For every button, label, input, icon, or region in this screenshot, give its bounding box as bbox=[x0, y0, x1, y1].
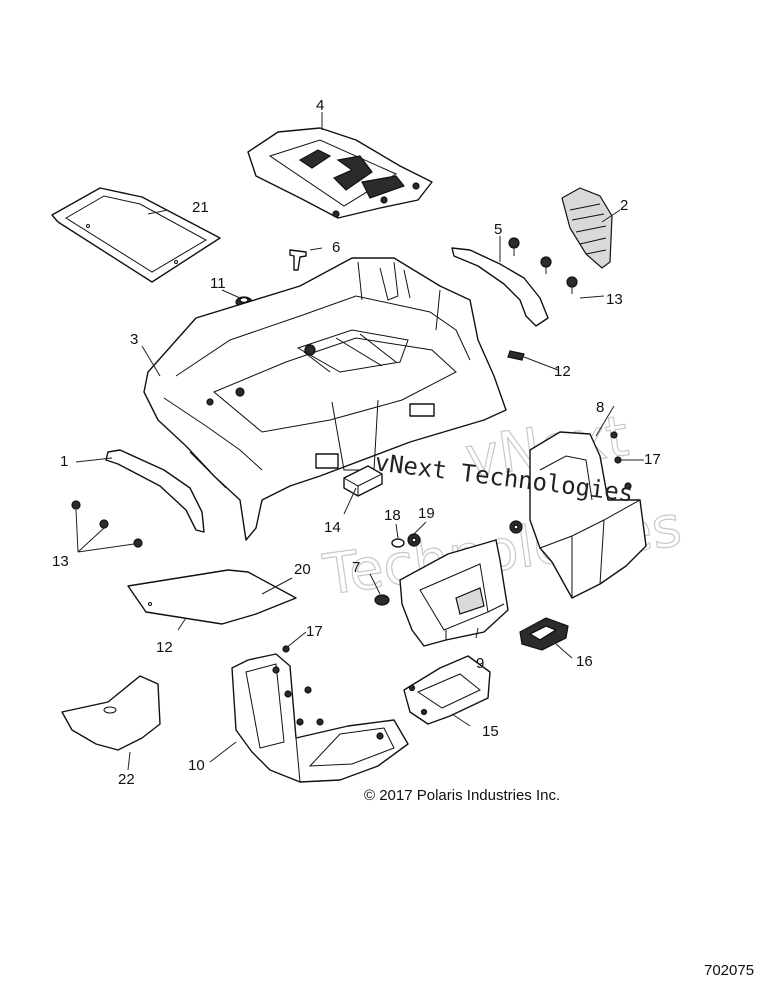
part-4-cargo-cover bbox=[247, 127, 433, 219]
callout-21: 21 bbox=[192, 199, 209, 216]
callout-20: 20 bbox=[294, 561, 311, 578]
callout-12-lower: 12 bbox=[156, 639, 173, 656]
callout-13-left: 13 bbox=[52, 553, 69, 570]
callout-16: 16 bbox=[576, 653, 593, 670]
callout-10: 10 bbox=[188, 757, 205, 774]
drawing-number: 702075 bbox=[704, 962, 754, 979]
part-14-block bbox=[343, 465, 383, 497]
fasteners-13-top bbox=[508, 237, 578, 294]
callout-22: 22 bbox=[118, 771, 135, 788]
fasteners-13-left bbox=[71, 500, 143, 548]
callout-14: 14 bbox=[324, 519, 341, 536]
part-2-side-insert bbox=[561, 187, 613, 269]
callout-17-lower: 17 bbox=[306, 623, 323, 640]
part-6-screw bbox=[289, 249, 307, 271]
callout-3: 3 bbox=[130, 331, 138, 348]
callout-11: 11 bbox=[210, 275, 226, 292]
leader-lines bbox=[75, 112, 644, 771]
callout-13-top: 13 bbox=[606, 291, 623, 308]
part-19-nut-secondary bbox=[509, 520, 523, 534]
part-1-side-trim bbox=[105, 449, 205, 533]
part-22-floor-pad bbox=[61, 675, 161, 751]
callout-15: 15 bbox=[482, 723, 499, 740]
callout-7: 7 bbox=[352, 559, 360, 576]
part-12-screw-upper bbox=[507, 350, 525, 361]
callout-labels: 1 2 3 4 5 6 7 8 9 10 11 12 12 13 13 14 1… bbox=[52, 97, 661, 788]
part-16-latch bbox=[519, 617, 569, 651]
callout-8: 8 bbox=[596, 399, 604, 416]
part-7-grommet bbox=[374, 594, 390, 606]
callout-19: 19 bbox=[418, 505, 435, 522]
part-12-screw-lower bbox=[177, 617, 187, 631]
copyright-text: © 2017 Polaris Industries Inc. bbox=[364, 787, 560, 804]
callout-12-upper: 12 bbox=[554, 363, 571, 380]
part-9-console-bin bbox=[399, 539, 509, 647]
callout-9: 9 bbox=[476, 655, 484, 672]
callout-6: 6 bbox=[332, 239, 340, 256]
part-3-cargo-box bbox=[143, 257, 507, 541]
callout-2: 2 bbox=[620, 197, 628, 214]
callout-17-upper: 17 bbox=[644, 451, 661, 468]
callout-4: 4 bbox=[316, 97, 324, 114]
callout-18: 18 bbox=[384, 507, 401, 524]
part-10-bracket-tray bbox=[231, 645, 409, 783]
part-8-storage-bin bbox=[529, 431, 647, 599]
callout-1: 1 bbox=[60, 453, 68, 470]
part-21-floor-mat bbox=[51, 187, 221, 283]
part-5-trim-strip bbox=[451, 247, 549, 327]
part-19-nut bbox=[407, 533, 421, 547]
part-20-mat bbox=[127, 569, 297, 625]
part-18-washer bbox=[391, 538, 405, 548]
callout-5: 5 bbox=[494, 221, 502, 238]
part-15-lid bbox=[403, 655, 491, 725]
